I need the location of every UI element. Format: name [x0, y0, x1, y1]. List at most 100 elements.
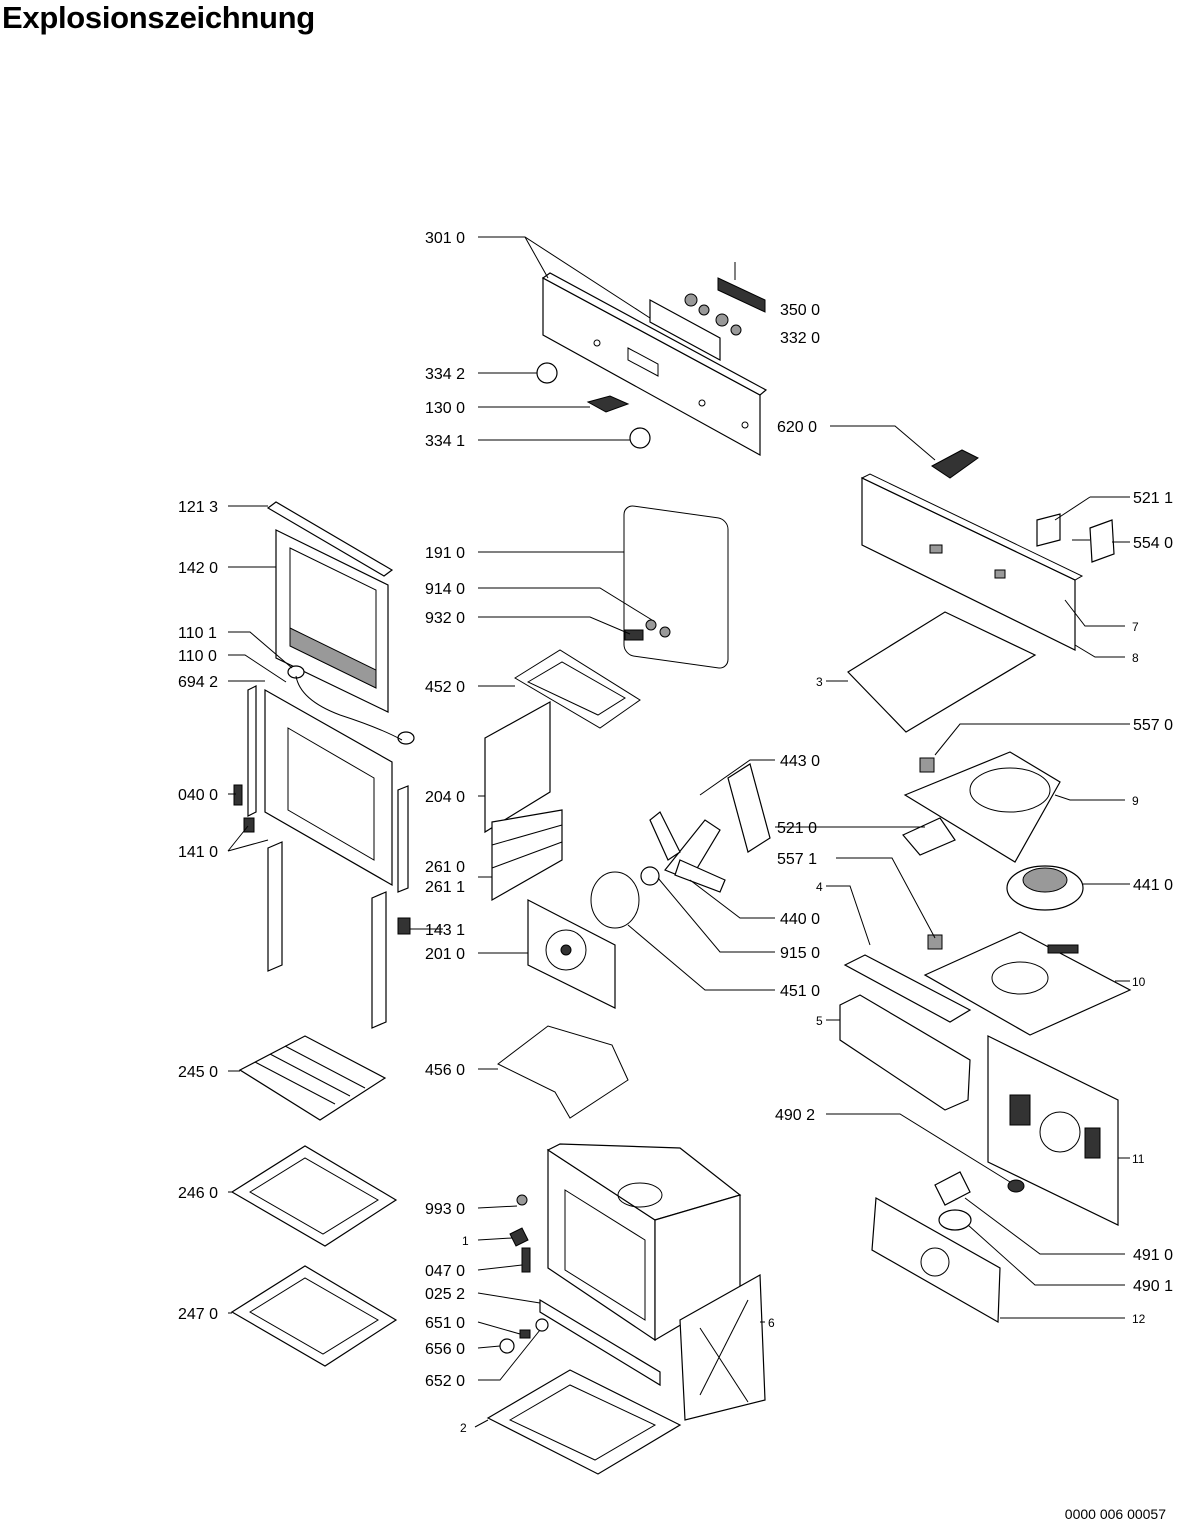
thermostat	[1089, 519, 1115, 563]
label-440-0: 440 0	[780, 911, 820, 928]
label-130-0: 130 0	[425, 400, 465, 417]
label-247-0: 247 0	[178, 1306, 218, 1323]
label-490-1: 490 1	[1133, 1278, 1173, 1295]
oven-cavity	[546, 1143, 742, 1342]
label-5: 5	[816, 1014, 823, 1028]
knob-spindle	[535, 1318, 549, 1332]
screw-set	[624, 629, 644, 641]
hinge-left	[233, 784, 243, 806]
foot	[499, 1338, 515, 1354]
screw	[519, 1329, 531, 1339]
label-204-0: 204 0	[425, 789, 465, 806]
door-strip-left	[267, 841, 283, 972]
label-350-0: 350 0	[780, 302, 820, 319]
control-panel	[541, 272, 768, 457]
bottom-plate	[486, 1369, 682, 1475]
label-452-0: 452 0	[425, 679, 465, 696]
knob-lower	[629, 427, 651, 449]
door-profile-right	[397, 785, 409, 893]
label-8: 8	[1132, 651, 1139, 665]
hinge-pad-right	[397, 731, 415, 745]
label-261-1: 261 1	[425, 879, 465, 896]
microswitch-lower	[927, 934, 943, 950]
page-title: Explosionszeichnung	[2, 0, 315, 35]
side-panel	[839, 994, 971, 1111]
ring-element	[590, 871, 640, 929]
inner-door	[264, 688, 393, 887]
label-993-0: 993 0	[425, 1201, 465, 1218]
fan-housing	[903, 751, 1061, 863]
washer	[659, 626, 671, 638]
label-245-0: 245 0	[178, 1064, 218, 1081]
fan-blade	[649, 811, 726, 893]
label-490-2: 490 2	[775, 1107, 815, 1124]
outer-glass	[275, 529, 389, 713]
label-047-0: 047 0	[425, 1263, 465, 1280]
fan-motor	[1006, 865, 1084, 911]
grill-element	[514, 649, 641, 729]
door-profile-left	[247, 685, 257, 817]
label-4: 4	[816, 880, 823, 894]
door-catch	[516, 1194, 528, 1206]
label-557-1: 557 1	[777, 851, 817, 868]
label-201-0: 201 0	[425, 946, 465, 963]
latch	[521, 1247, 531, 1273]
wire-shelf	[238, 1035, 387, 1121]
deep-tray	[230, 1265, 398, 1367]
label-301-0: 301 0	[425, 230, 465, 247]
rear-wall	[987, 1035, 1119, 1226]
label-3: 3	[816, 675, 823, 689]
label-656-0: 656 0	[425, 1341, 465, 1358]
label-040-0: 040 0	[178, 787, 218, 804]
rear-frame	[860, 473, 1084, 651]
callout-labels: 301 0 350 0 332 0 334 2 130 0 334 1 620 …	[178, 230, 1173, 1435]
label-261-0: 261 0	[425, 859, 465, 876]
terminal-block	[902, 817, 956, 856]
label-11: 11	[1132, 1152, 1145, 1166]
document-number: 0000 006 00057	[1064, 1506, 1166, 1522]
label-121-3: 121 3	[178, 499, 218, 516]
label-12: 12	[1132, 1312, 1146, 1326]
label-652-0: 652 0	[425, 1373, 465, 1390]
cap	[1007, 1179, 1025, 1193]
wing-clip	[509, 1227, 529, 1247]
fan-cover	[938, 1209, 972, 1231]
label-10: 10	[1132, 975, 1146, 989]
label-456-0: 456 0	[425, 1062, 465, 1079]
fan-motor-bracket	[727, 763, 771, 853]
label-932-0: 932 0	[425, 610, 465, 627]
label-2: 2	[460, 1421, 467, 1435]
label-191-0: 191 0	[425, 545, 465, 562]
label-915-0: 915 0	[780, 945, 820, 962]
label-334-2: 334 2	[425, 366, 465, 383]
side-guide-upper	[484, 700, 551, 834]
rack-guides	[491, 809, 563, 902]
label-914-0: 914 0	[425, 581, 465, 598]
label-491-0: 491 0	[1133, 1247, 1173, 1264]
label-1: 1	[462, 1234, 469, 1248]
top-plate	[923, 931, 1132, 1036]
label-334-1: 334 1	[425, 433, 465, 450]
channel	[843, 954, 972, 1023]
cover-plate	[847, 611, 1037, 733]
door-clip	[397, 917, 411, 935]
label-332-0: 332 0	[780, 330, 820, 347]
label-521-1: 521 1	[1133, 490, 1173, 507]
block-left	[243, 817, 255, 833]
fan-nut	[640, 866, 660, 886]
front-frame-bottom	[539, 1298, 661, 1387]
label-6: 6	[768, 1316, 775, 1330]
bracket	[586, 395, 630, 413]
baking-tray	[230, 1145, 398, 1247]
connector	[934, 1171, 971, 1206]
control-board	[649, 262, 766, 362]
label-7: 7	[1132, 620, 1139, 634]
microswitch	[919, 757, 935, 773]
label-110-0: 110 0	[178, 648, 217, 665]
switch-block	[931, 449, 979, 479]
lower-element	[497, 1025, 629, 1119]
label-441-0: 441 0	[1133, 877, 1173, 894]
label-141-0: 141 0	[178, 844, 218, 861]
label-557-0: 557 0	[1133, 717, 1173, 734]
